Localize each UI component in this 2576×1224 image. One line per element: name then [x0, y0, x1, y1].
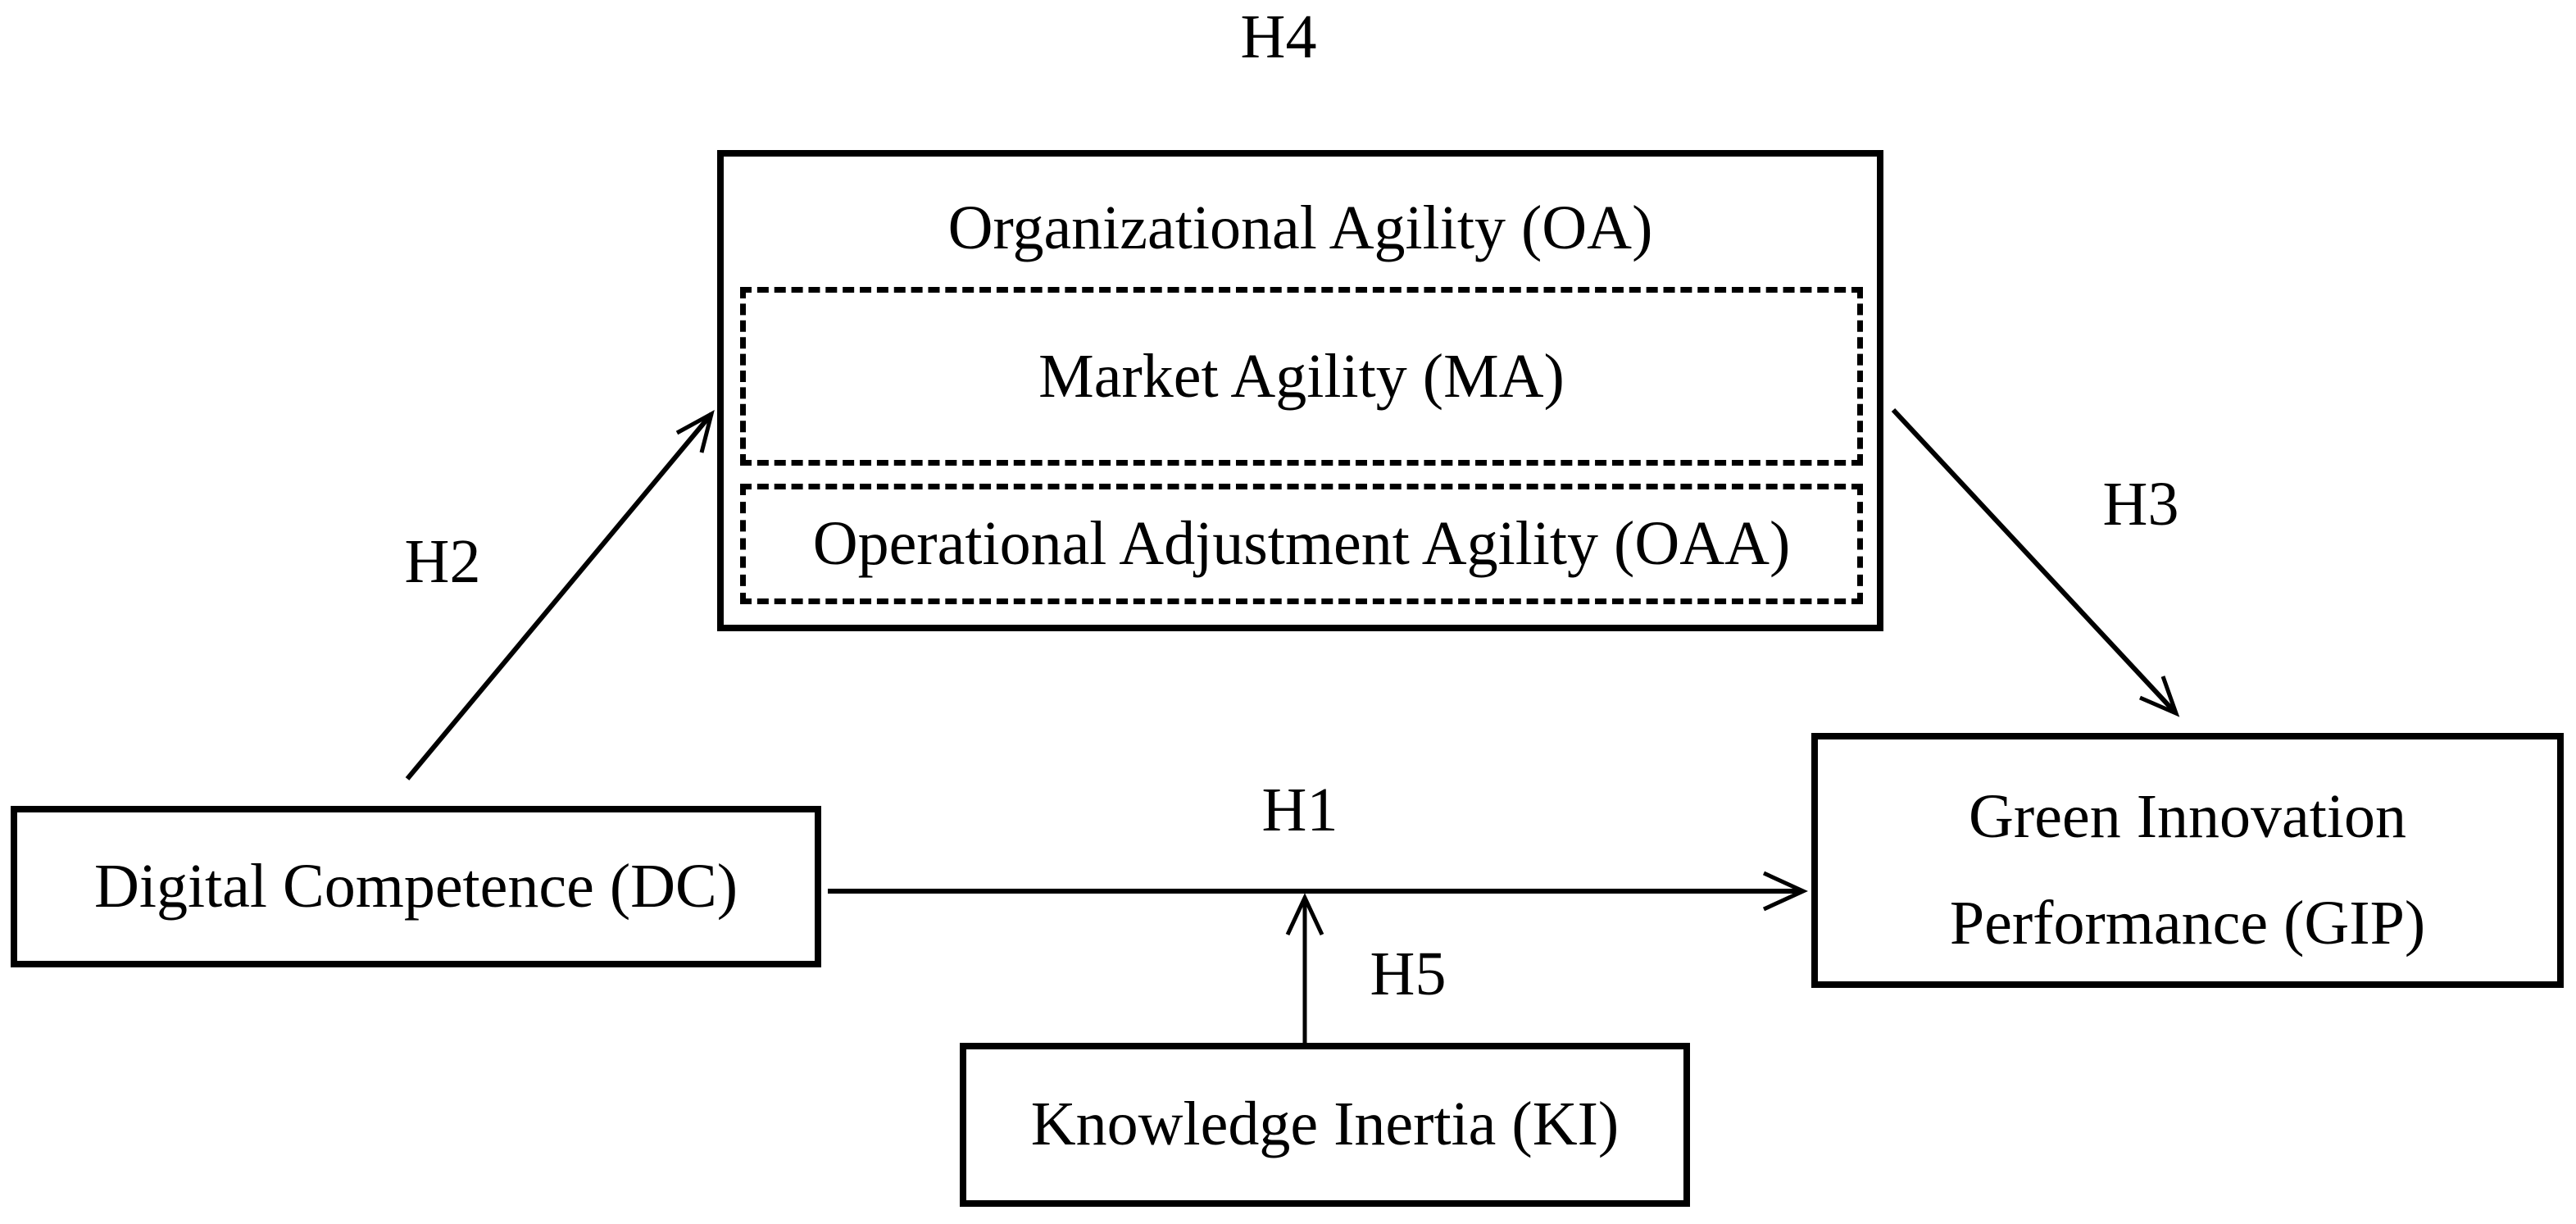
h3-label: H3: [2102, 470, 2179, 539]
h2-arrowhead: [675, 410, 715, 453]
h1-arrowhead: [1762, 871, 1809, 912]
green-innovation-performance-label-line2: Performance (GIP): [1949, 888, 2426, 958]
h1-label: H1: [1261, 776, 1338, 844]
operational-adjustment-agility-label: Operational Adjustment Agility (OAA): [812, 509, 1791, 578]
knowledge-inertia-label: Knowledge Inertia (KI): [1030, 1090, 1620, 1159]
operational-adjustment-agility-box: Operational Adjustment Agility (OAA): [740, 484, 1863, 604]
h2-label: H2: [404, 527, 481, 596]
h3-arrowhead: [2139, 676, 2180, 717]
market-agility-box: Market Agility (MA): [740, 287, 1863, 466]
h2-arrow-line: [405, 412, 714, 780]
green-innovation-performance-label-line1: Green Innovation: [1969, 781, 2406, 851]
h3-arrow-line: [1891, 407, 2177, 714]
organizational-agility-label: Organizational Agility (OA): [947, 193, 1653, 262]
organizational-agility-box: [717, 150, 1883, 631]
knowledge-inertia-box: Knowledge Inertia (KI): [960, 1043, 1690, 1207]
digital-competence-label: Digital Competence (DC): [93, 851, 738, 921]
h5-label: H5: [1370, 940, 1447, 1008]
market-agility-label: Market Agility (MA): [1038, 341, 1565, 411]
h4-label: H4: [1240, 2, 1317, 71]
h5-arrowhead: [1285, 893, 1324, 936]
green-innovation-performance-box: Green Innovation Performance (GIP): [1811, 733, 2564, 988]
digital-competence-box: Digital Competence (DC): [11, 806, 821, 967]
